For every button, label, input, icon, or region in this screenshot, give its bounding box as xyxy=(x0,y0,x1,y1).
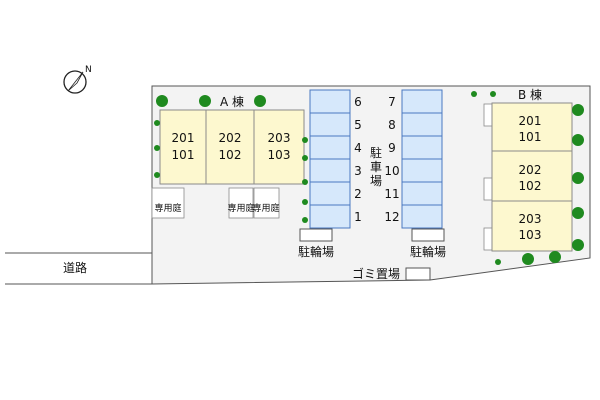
garden-label-1: 専用庭 xyxy=(154,202,181,214)
unit-a-3: 203 103 xyxy=(268,131,291,162)
unit-a-2: 202 102 xyxy=(219,131,242,162)
tree-icon xyxy=(572,207,584,219)
parking-space-number: 1 xyxy=(354,210,362,224)
compass-arrow-icon: N xyxy=(63,65,92,94)
tree-icon xyxy=(156,95,168,107)
tree-icon xyxy=(199,95,211,107)
tree-icon xyxy=(302,199,308,205)
parking-label: 駐 車 場 xyxy=(370,145,382,188)
unit-a-3-lower: 103 xyxy=(268,148,291,162)
unit-a-1-lower: 101 xyxy=(172,148,195,162)
road-label: 道路 xyxy=(63,260,87,275)
unit-b-2-upper: 202 xyxy=(519,163,542,177)
building-b: B 棟 201 101 202 102 203 103 xyxy=(483,87,573,252)
tree-icon xyxy=(495,259,501,265)
building-b-unit-1 xyxy=(491,102,573,152)
tree-icon xyxy=(302,137,308,143)
parking-space-number: 10 xyxy=(384,164,399,178)
building-b-label: B 棟 xyxy=(518,87,542,102)
tree-icon xyxy=(490,91,496,97)
parking-numbers-left: 6 5 4 3 2 1 xyxy=(354,95,362,224)
tree-icon xyxy=(154,172,160,178)
parking-column-left xyxy=(309,89,351,229)
unit-a-1: 201 101 xyxy=(172,131,195,162)
parking-space-number: 5 xyxy=(354,118,362,132)
parking-numbers-right: 7 8 9 10 11 12 xyxy=(384,95,399,224)
parking-space-number: 3 xyxy=(354,164,362,178)
unit-b-1-upper: 201 xyxy=(519,114,542,128)
building-a-outline xyxy=(159,109,305,185)
parking-space-number: 2 xyxy=(354,187,362,201)
tree-icon xyxy=(572,172,584,184)
garden-label-3: 専用庭 xyxy=(252,202,279,214)
unit-a-1-upper: 201 xyxy=(172,131,195,145)
parking-space-number: 12 xyxy=(384,210,399,224)
parking-column-right xyxy=(401,89,443,229)
parking-space-number: 7 xyxy=(388,95,396,109)
parking-label-char: 場 xyxy=(370,174,382,188)
parking-area: 6 5 4 3 2 1 7 8 9 10 11 12 駐 車 場 xyxy=(309,89,443,229)
tree-icon xyxy=(302,217,308,223)
parking-space-number: 6 xyxy=(354,95,362,109)
unit-b-3-upper: 203 xyxy=(519,212,542,226)
building-a: A 棟 201 101 202 102 203 103 専用庭 専用庭 専用庭 xyxy=(151,94,305,219)
bicycle-parking-label-left: 駐輪場 xyxy=(298,244,334,259)
tree-icon xyxy=(154,120,160,126)
unit-b-3-lower: 103 xyxy=(519,228,542,242)
unit-a-3-upper: 203 xyxy=(268,131,291,145)
trees xyxy=(154,91,584,265)
building-b-unit-3 xyxy=(491,200,573,252)
parking-label-char: 駐 xyxy=(370,145,382,160)
garbage-label: ゴミ置場 xyxy=(352,266,400,281)
tree-icon xyxy=(549,251,561,263)
tree-icon xyxy=(154,145,160,151)
unit-b-1-lower: 101 xyxy=(519,130,542,144)
parking-label-char: 車 xyxy=(370,160,382,174)
tree-icon xyxy=(254,95,266,107)
unit-a-2-lower: 102 xyxy=(219,148,242,162)
parking-space-number: 8 xyxy=(388,118,396,132)
unit-b-2-lower: 102 xyxy=(519,179,542,193)
parking-space-number: 11 xyxy=(384,187,399,201)
tree-icon xyxy=(302,179,308,185)
bicycle-parking-label-right: 駐輪場 xyxy=(410,244,446,259)
bicycle-parking: 駐輪場 駐輪場 xyxy=(298,228,446,259)
north-label: N xyxy=(85,65,92,75)
parking-space-number: 4 xyxy=(354,141,362,155)
unit-a-2-upper: 202 xyxy=(219,131,242,145)
tree-icon xyxy=(302,155,308,161)
parking-space-number: 9 xyxy=(388,141,396,155)
road: 道路 xyxy=(5,252,152,285)
tree-icon xyxy=(471,91,477,97)
garbage-area: ゴミ置場 xyxy=(352,266,431,281)
tree-icon xyxy=(572,104,584,116)
tree-icon xyxy=(572,239,584,251)
garden-label-2: 専用庭 xyxy=(227,202,254,214)
tree-icon xyxy=(522,253,534,265)
building-a-label: A 棟 xyxy=(220,94,244,109)
tree-icon xyxy=(572,134,584,146)
private-gardens: 専用庭 専用庭 専用庭 xyxy=(151,187,280,219)
